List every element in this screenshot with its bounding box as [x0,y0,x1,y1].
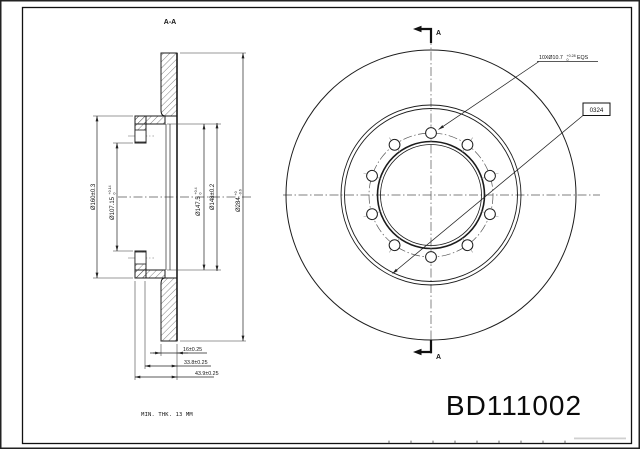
holes-note-suffix: EQS [577,55,589,61]
svg-text:+0: +0 [234,191,238,195]
svg-text:+0.4: +0.4 [194,187,198,194]
dim-d147: Ø147.5 +0.4 0 [194,187,202,216]
dim-d160: Ø160±0.3 [91,183,97,210]
svg-text:Ø147.5: Ø147.5 [196,196,202,216]
extension-lines [93,52,246,380]
dim-d107: Ø107.15 +0.14 0 [108,185,116,220]
svg-text:Ø148±0.2: Ø148±0.2 [210,183,216,210]
friction-ring-section-bottom [160,277,178,342]
diameter-dimension-lines [95,52,245,342]
flange-bolt-hole-bottom [135,252,146,264]
svg-text:+0.14: +0.14 [108,185,112,194]
width-dimensions: 16±0.25 33.8±0.25 43.9±0.25 [134,347,219,379]
svg-text:-0.6: -0.6 [239,189,243,195]
dim-w43-9: 43.9±0.25 [195,371,219,377]
dim-w16: 16±0.25 [183,347,202,353]
svg-text:0: 0 [113,193,117,195]
holes-note-base: 10XØ10.7 [539,55,563,61]
friction-ring-section-top [160,52,178,117]
holes-note-sub: 0 [567,58,569,62]
dim-d148: Ø148±0.2 [210,183,216,210]
section-title: A-A [164,19,176,26]
fine-print-smudge [574,437,626,440]
bolt-hole-callout: 10XØ10.7 +0.28 0 EQS [438,54,598,130]
inner-border [21,6,633,445]
bolt-holes [363,124,499,266]
svg-text:Ø160±0.3: Ø160±0.3 [91,183,97,210]
cut-arrow-top: A [413,25,441,43]
min-thickness-note: MIN. THK. 13 MM [141,412,193,418]
dim-w33-8: 33.8±0.25 [184,360,208,366]
cut-arrow-bottom-label: A [436,354,441,361]
hat-outer-circle-2 [344,108,518,282]
section-view: A-A [91,19,253,418]
cut-arrow-bottom: A [413,340,441,361]
flange-bolt-hole-top [135,130,146,142]
boxed-ref-label: 0324 [590,107,604,114]
center-bore-chamfer-circle [380,144,482,246]
dim-d284: Ø284 +0 -0.6 [234,189,242,212]
svg-text:0: 0 [199,193,203,195]
svg-text:Ø107.15: Ø107.15 [110,196,116,220]
svg-text:Ø284: Ø284 [236,197,242,212]
holes-note-sup: +0.28 [567,54,576,58]
cut-arrow-top-label: A [436,30,441,37]
front-view: A A 10XØ10.7 +0.28 0 EQS 0324 [283,25,611,361]
part-number: BD111002 [446,390,582,421]
hat-outer-circle [340,104,522,286]
boxed-reference: 0324 [392,102,611,274]
border-ticks [388,437,626,444]
